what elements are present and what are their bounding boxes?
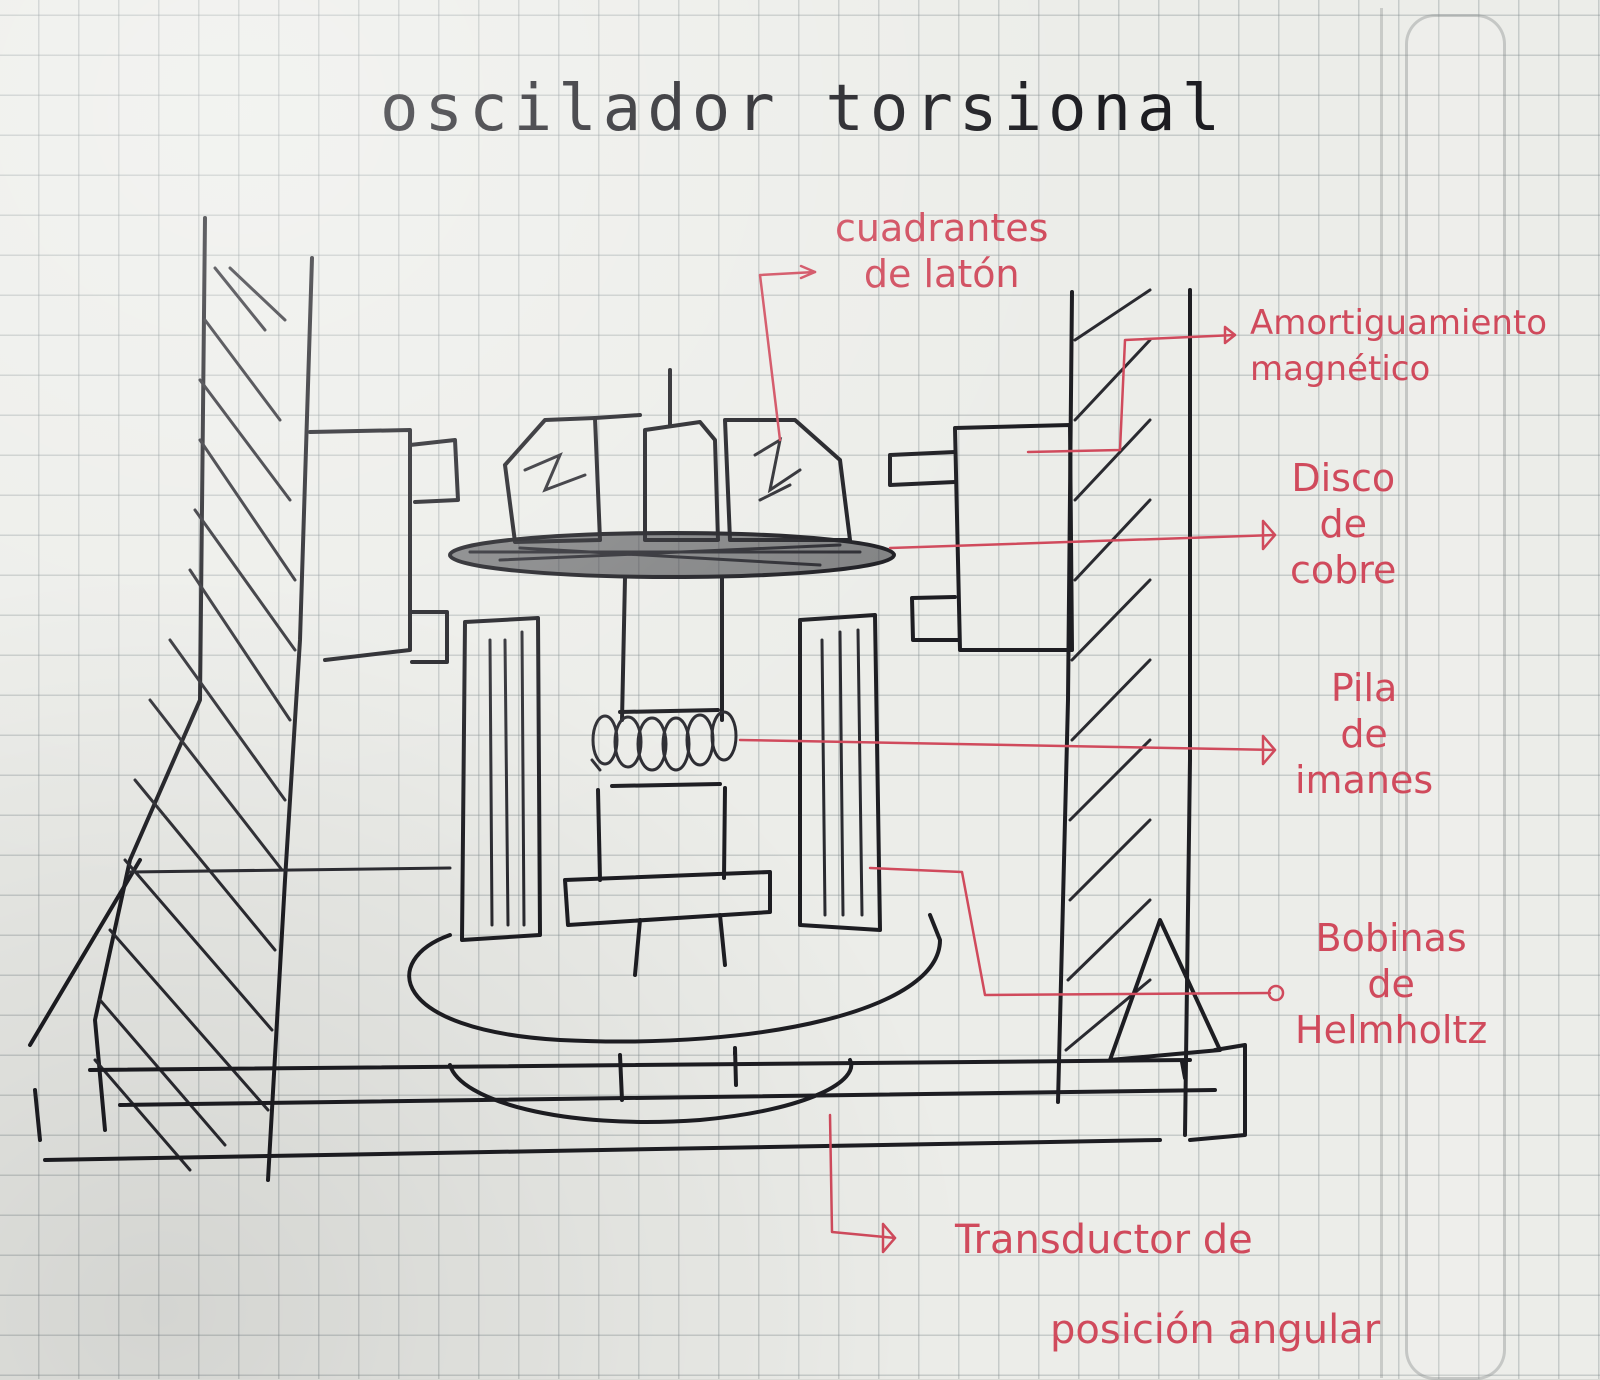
base-plate bbox=[35, 1045, 1245, 1160]
brass-quadrants bbox=[505, 370, 850, 542]
leader-transductor bbox=[830, 1115, 895, 1238]
leader-bobinas bbox=[870, 868, 1270, 995]
label-pila-line2: de bbox=[1295, 711, 1433, 757]
left-damper-block bbox=[310, 430, 458, 662]
right-damper-block bbox=[890, 425, 1072, 650]
label-cuadrantes: cuadrantes de latón bbox=[835, 205, 1048, 297]
magnet-stack bbox=[592, 712, 736, 770]
label-amortiguamiento-line2: magnético bbox=[1250, 346, 1547, 392]
label-bobinas: Bobinas de Helmholtz bbox=[1295, 915, 1487, 1053]
label-pila-line1: Pila bbox=[1295, 665, 1433, 711]
leader-cuadrantes bbox=[760, 272, 815, 440]
label-cuadrantes-line2: de latón bbox=[835, 251, 1048, 297]
label-disco-line1: Disco bbox=[1290, 455, 1396, 501]
helmholtz-coils bbox=[409, 915, 940, 1122]
label-cuadrantes-line1: cuadrantes bbox=[835, 205, 1048, 251]
support-line bbox=[130, 868, 450, 872]
left-wall bbox=[30, 218, 312, 1180]
label-bobinas-line1: Bobinas bbox=[1295, 915, 1487, 961]
label-transductor-line1: Transductor de bbox=[955, 1195, 1380, 1285]
leader-pila bbox=[740, 740, 1275, 750]
label-disco: Disco de cobre bbox=[1290, 455, 1396, 593]
label-pila: Pila de imanes bbox=[1295, 665, 1433, 803]
leader-amortiguamiento bbox=[1028, 335, 1235, 452]
label-amortiguamiento-line1: Amortiguamiento bbox=[1250, 300, 1547, 346]
label-disco-line3: cobre bbox=[1290, 547, 1396, 593]
lower-plate bbox=[565, 872, 770, 975]
left-column bbox=[462, 618, 540, 940]
label-pila-line3: imanes bbox=[1295, 757, 1433, 803]
leader-disco bbox=[890, 535, 1275, 548]
label-transductor-line2: posición angular bbox=[955, 1285, 1380, 1375]
copper-disc bbox=[450, 533, 894, 577]
right-wall bbox=[1058, 290, 1220, 1135]
right-column bbox=[800, 615, 880, 930]
label-disco-line2: de bbox=[1290, 501, 1396, 547]
annotation-leaders bbox=[740, 266, 1283, 1252]
label-amortiguamiento: Amortiguamiento magnético bbox=[1250, 300, 1547, 392]
label-bobinas-line2: de bbox=[1295, 961, 1487, 1007]
diagram-title: oscilador torsional bbox=[380, 72, 1226, 146]
label-bobinas-line3: Helmholtz bbox=[1295, 1007, 1487, 1053]
label-transductor: Transductor de posición angular bbox=[955, 1195, 1380, 1375]
